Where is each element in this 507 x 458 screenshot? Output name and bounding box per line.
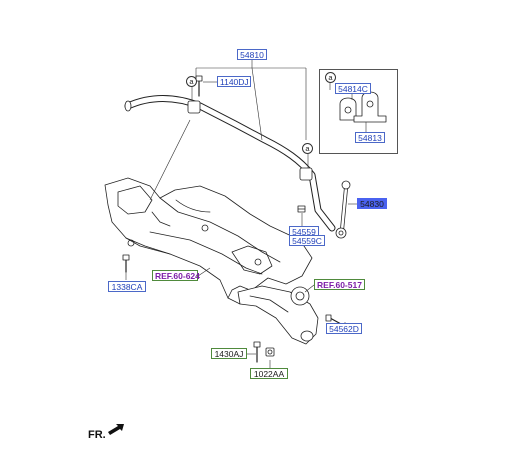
inset-callout: a xyxy=(325,72,336,83)
front-direction-arrow-icon xyxy=(108,424,124,435)
label-1430aj[interactable]: 1430AJ xyxy=(211,348,247,359)
lower-control-arm xyxy=(237,285,319,345)
label-54810[interactable]: 54810 xyxy=(237,49,267,60)
leader-lines xyxy=(125,60,367,368)
label-1338ca[interactable]: 1338CA xyxy=(108,281,146,292)
bolt-1338ca-part xyxy=(122,254,130,273)
label-ref-60-517[interactable]: REF.60-517 xyxy=(314,279,365,290)
label-54562d[interactable]: 54562D xyxy=(326,323,362,334)
front-direction-label: FR. xyxy=(88,429,106,441)
stabilizer-link xyxy=(335,180,351,239)
stabilizer-bar xyxy=(124,95,336,232)
label-1140dj[interactable]: 1140DJ xyxy=(217,76,251,87)
label-54830[interactable]: 54830 xyxy=(357,198,387,209)
label-ref-60-624[interactable]: REF.60-624 xyxy=(152,270,200,281)
nut-1022aa-part xyxy=(265,347,275,357)
bar-callout-left: a xyxy=(186,76,197,87)
bar-callout-right: a xyxy=(302,143,313,154)
label-54813[interactable]: 54813 xyxy=(355,132,385,143)
sub-frame xyxy=(104,177,313,305)
nut-54559-part xyxy=(297,205,306,213)
label-1022aa[interactable]: 1022AA xyxy=(250,368,288,379)
bolt-1140dj-part xyxy=(195,75,203,97)
bolt-1430aj-part xyxy=(253,341,261,363)
label-54814c[interactable]: 54814C xyxy=(335,83,371,94)
label-54559c[interactable]: 54559C xyxy=(289,235,325,246)
inset-detail-box xyxy=(319,69,398,154)
